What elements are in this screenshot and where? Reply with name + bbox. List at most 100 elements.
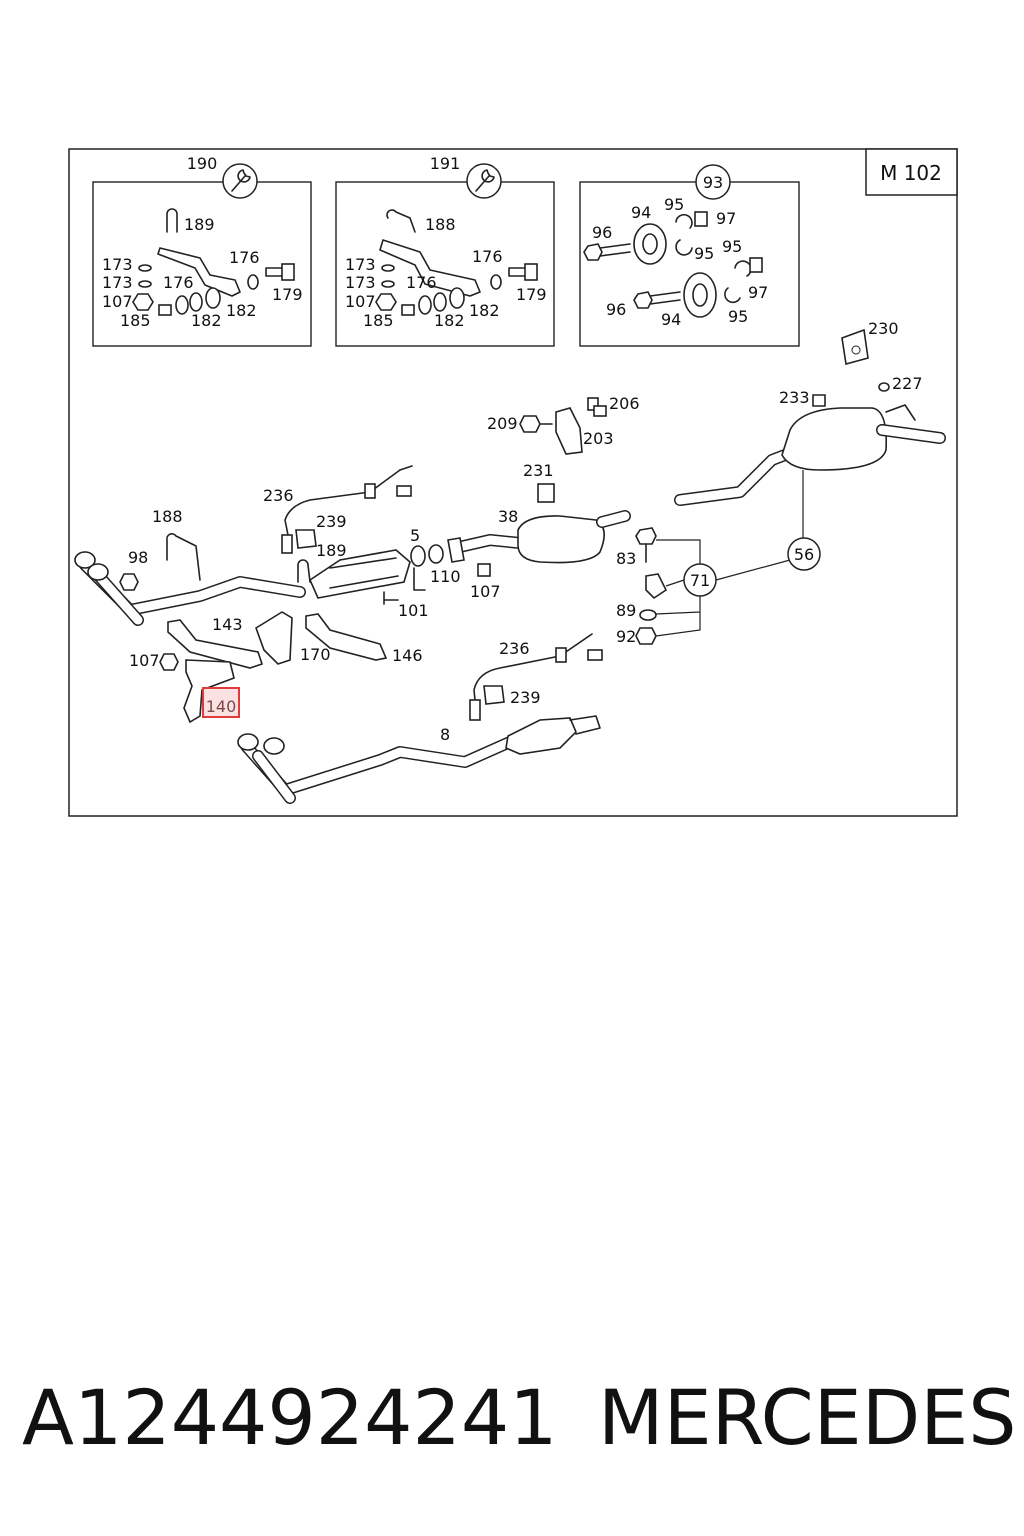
svg-text:140: 140	[206, 697, 237, 716]
middle-muffler[interactable]	[449, 510, 631, 564]
svg-text:176: 176	[472, 247, 503, 266]
svg-text:176: 176	[163, 273, 194, 292]
svg-text:170: 170	[300, 645, 331, 664]
highlighted-part-140[interactable]: 140	[202, 687, 240, 718]
part-number: A1244924241	[22, 1373, 558, 1462]
svg-text:233: 233	[779, 388, 810, 407]
svg-text:5: 5	[410, 526, 420, 545]
svg-text:173: 173	[345, 255, 376, 274]
o2-sensor-upper[interactable]	[281, 465, 413, 554]
svg-text:143: 143	[212, 615, 243, 634]
svg-text:188: 188	[152, 507, 183, 526]
svg-text:8: 8	[440, 725, 450, 744]
kit-93[interactable]: 93 95 94 97 96 95 95 96 94 97 95	[579, 164, 800, 347]
svg-text:189: 189	[316, 541, 347, 560]
wrench-icon	[466, 163, 502, 199]
svg-text:182: 182	[469, 301, 500, 320]
svg-text:94: 94	[631, 203, 651, 222]
svg-text:173: 173	[102, 255, 133, 274]
svg-text:95: 95	[722, 237, 742, 256]
svg-text:203: 203	[583, 429, 614, 448]
nut-92[interactable]	[635, 627, 657, 645]
sensor-clip-239-lower[interactable]	[483, 685, 505, 705]
svg-text:97: 97	[716, 209, 736, 228]
svg-text:107: 107	[470, 582, 501, 601]
hardware-83[interactable]	[635, 527, 657, 563]
kit-191[interactable]: 191 188 176 173 173 176 107 185 182 182 …	[335, 154, 555, 347]
svg-text:239: 239	[510, 688, 541, 707]
svg-text:173: 173	[102, 273, 133, 292]
u-bolt-189[interactable]	[297, 559, 311, 583]
svg-text:189: 189	[184, 215, 215, 234]
front-pipe-lower[interactable]	[237, 715, 601, 804]
kit-190[interactable]: 190 189 176 173 173 176 107 185 182 182 …	[92, 154, 312, 347]
svg-text:101: 101	[398, 601, 429, 620]
svg-text:227: 227	[892, 374, 923, 393]
svg-text:83: 83	[616, 549, 636, 568]
svg-text:182: 182	[226, 301, 257, 320]
svg-text:89: 89	[616, 601, 636, 620]
hanger-rubber[interactable]	[645, 573, 668, 600]
svg-text:146: 146	[392, 646, 423, 665]
model-badge: M 102	[865, 148, 958, 196]
svg-text:239: 239	[316, 512, 347, 531]
clamp-110[interactable]	[447, 537, 465, 563]
svg-text:107: 107	[129, 651, 160, 670]
bracket-170[interactable]	[255, 611, 293, 665]
nut-98[interactable]	[119, 573, 139, 591]
bracket-143[interactable]	[167, 619, 264, 669]
svg-text:236: 236	[499, 639, 530, 658]
rubber-231[interactable]	[537, 483, 555, 503]
kit-191-id: 191	[430, 154, 461, 173]
bumper-233[interactable]	[812, 394, 826, 407]
o2-sensor-lower[interactable]	[469, 633, 603, 721]
nut-107-upper[interactable]	[477, 563, 491, 577]
rear-muffler[interactable]	[674, 404, 946, 506]
svg-text:96: 96	[592, 223, 612, 242]
svg-text:92: 92	[616, 627, 636, 646]
bracket-140[interactable]	[183, 659, 235, 724]
hanger-230[interactable]	[841, 328, 869, 366]
svg-text:94: 94	[661, 310, 681, 329]
svg-text:95: 95	[694, 244, 714, 263]
svg-text:97: 97	[748, 283, 768, 302]
catalytic-converter-upper[interactable]	[308, 549, 411, 599]
svg-text:236: 236	[263, 486, 294, 505]
svg-text:176: 176	[229, 248, 260, 267]
bolt-101[interactable]	[383, 591, 399, 605]
footer: A1244924241 MERCEDES	[0, 1370, 1024, 1480]
front-pipe-upper[interactable]	[74, 551, 306, 626]
svg-text:182: 182	[191, 311, 222, 330]
svg-text:93: 93	[703, 173, 723, 192]
svg-text:71: 71	[690, 571, 710, 590]
svg-text:179: 179	[516, 285, 547, 304]
svg-text:110: 110	[430, 567, 461, 586]
washer-89[interactable]	[639, 609, 657, 621]
callout-56[interactable]: 56	[787, 537, 821, 571]
washer-227[interactable]	[878, 382, 890, 392]
kit-190-id: 190	[187, 154, 218, 173]
svg-text:107: 107	[345, 292, 376, 311]
mount-203[interactable]	[519, 397, 607, 455]
gasket-5[interactable]	[410, 545, 426, 567]
model-badge-text: M 102	[880, 161, 942, 185]
bracket-146[interactable]	[305, 613, 388, 661]
nut-107-lower[interactable]	[159, 653, 179, 671]
svg-text:231: 231	[523, 461, 554, 480]
svg-text:206: 206	[609, 394, 640, 413]
callout-71[interactable]: 71	[683, 563, 717, 597]
svg-text:38: 38	[498, 507, 518, 526]
svg-text:107: 107	[102, 292, 133, 311]
svg-text:209: 209	[487, 414, 518, 433]
brand-name: MERCEDES	[598, 1373, 1017, 1462]
svg-text:95: 95	[728, 307, 748, 326]
wrench-icon	[222, 163, 258, 199]
u-bolt-188[interactable]	[166, 533, 201, 581]
svg-text:98: 98	[128, 548, 148, 567]
svg-text:56: 56	[794, 545, 814, 564]
kit-93-badge: 93	[695, 164, 731, 200]
sensor-clip-239[interactable]	[295, 529, 317, 549]
svg-text:95: 95	[664, 195, 684, 214]
svg-text:182: 182	[434, 311, 465, 330]
